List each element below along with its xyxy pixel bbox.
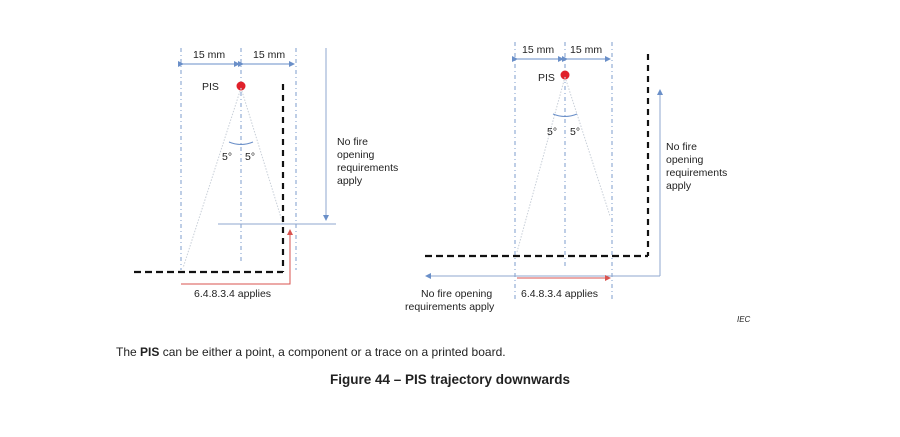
bottom-note-line-2: requirements apply — [405, 301, 495, 313]
note-line-1: No fire — [666, 141, 697, 153]
angle-arc — [552, 113, 578, 117]
trajectory-line-right — [564, 76, 611, 217]
trajectory-line-left — [182, 87, 242, 269]
applies-label: 6.4.8.3.4 applies — [194, 288, 271, 300]
iec-watermark: IEC — [737, 315, 751, 324]
dim-label-left: 15 mm — [522, 44, 554, 56]
pis-point — [236, 81, 246, 91]
bottom-note-line-1: No fire opening — [421, 288, 492, 300]
caption-prefix: The — [116, 345, 141, 359]
dim-label-right: 15 mm — [570, 44, 602, 56]
angle-arc — [228, 141, 254, 145]
right-diagram: 15 mm 15 mm PIS 5° 5° No fire opening re… — [405, 42, 727, 313]
angle-label-left: 5° — [547, 126, 557, 138]
caption-bold: PIS — [140, 345, 160, 359]
pis-point — [560, 70, 570, 80]
angle-label-right: 5° — [570, 126, 580, 138]
applies-label: 6.4.8.3.4 applies — [521, 288, 598, 300]
dim-label-left: 15 mm — [193, 49, 225, 61]
angle-label-left: 5° — [222, 151, 232, 163]
pis-trajectory-diagram: 15 mm 15 mm PIS 5° 5° No fire opening re… — [134, 42, 751, 324]
caption-rest: can be either a point, a component or a … — [159, 345, 506, 359]
angle-label-right: 5° — [245, 151, 255, 163]
figure-caption: The PIS can be either a point, a compone… — [116, 345, 506, 359]
pis-label: PIS — [538, 72, 555, 84]
dim-label-right: 15 mm — [253, 49, 285, 61]
note-line-4: apply — [337, 175, 363, 187]
note-line-2: opening — [337, 149, 375, 161]
trajectory-line-left — [516, 76, 566, 253]
note-line-2: opening — [666, 154, 704, 166]
note-line-4: apply — [666, 180, 692, 192]
applies-arrow — [181, 229, 293, 285]
figure-title: Figure 44 – PIS trajectory downwards — [329, 372, 571, 387]
note-line-1: No fire — [337, 136, 368, 148]
note-line-3: requirements — [666, 167, 727, 179]
pis-label: PIS — [202, 81, 219, 93]
left-diagram: 15 mm 15 mm PIS 5° 5° No fire opening re… — [134, 48, 398, 300]
note-line-3: requirements — [337, 162, 398, 174]
